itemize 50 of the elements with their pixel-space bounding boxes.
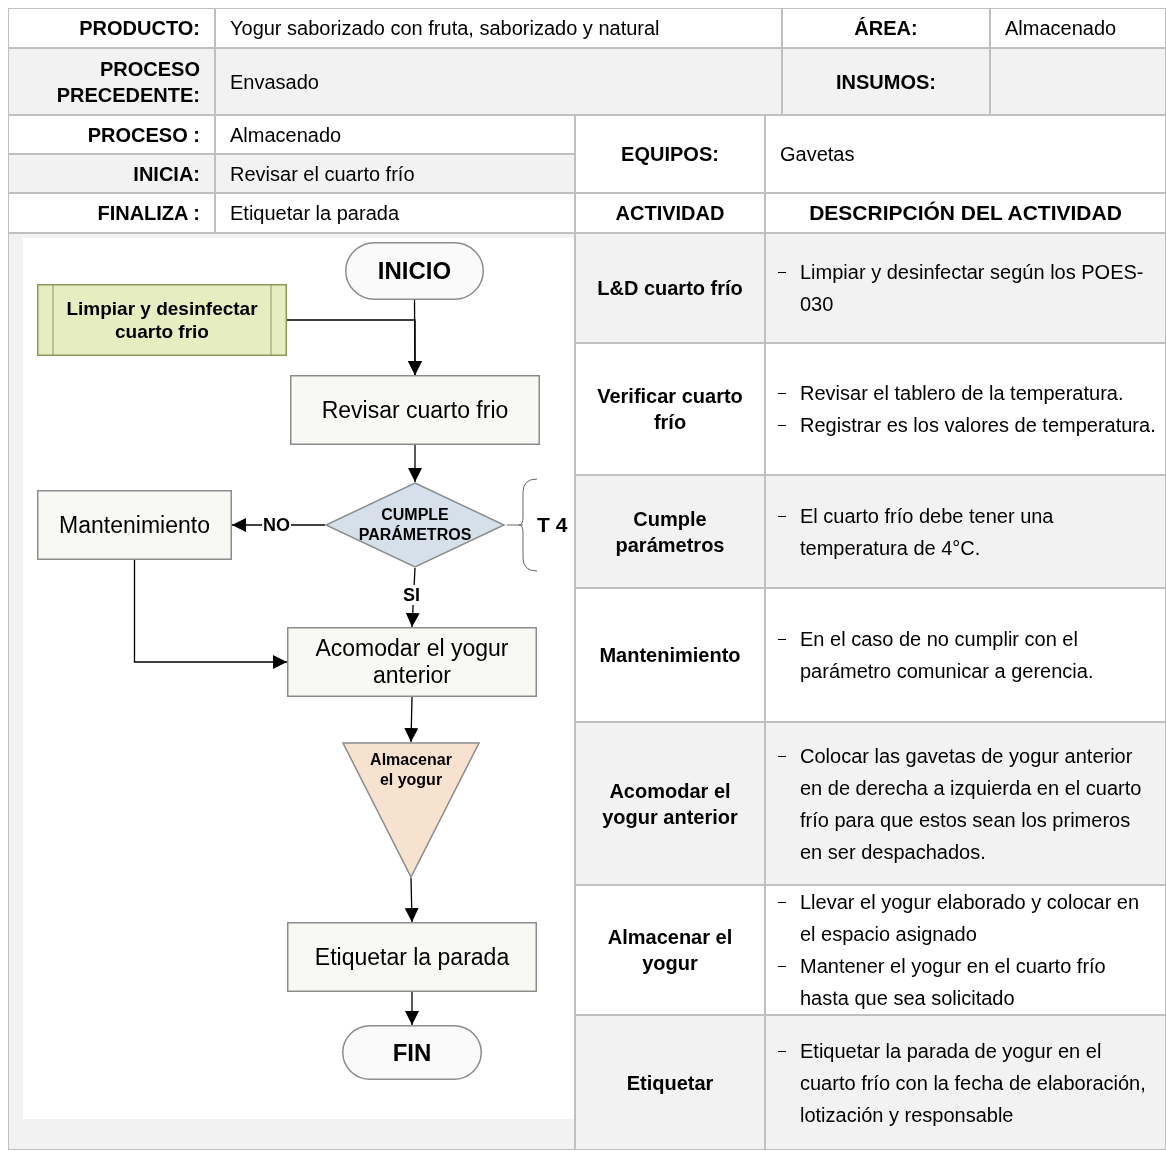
header-cell: EQUIPOS:: [575, 115, 765, 193]
storage-triangle: Almacenar el yogur: [342, 742, 480, 878]
header-cell: PROCESO PRECEDENTE:: [8, 48, 215, 115]
description-text: Colocar las gavetas de yogur anterior en de derecha a izquierda en el cuarto frío para que estos sean los primeros en ser despachados.: [800, 743, 1143, 865]
description-text: Etiquetar la parada de yogur en el cuarto frío con la fecha de elaboración, lotización y responsable: [800, 1038, 1147, 1128]
value-cell: Yogur saborizado con fruta, saborizado y natural: [215, 8, 782, 48]
activity-cell: Mantenimiento: [575, 588, 765, 722]
edge-label: SI: [402, 585, 421, 605]
value-cell: Gavetas: [765, 115, 1166, 193]
activity-cell: Acomodar el yogur anterior: [575, 722, 765, 885]
activity-cell: Almacenar el yogur: [575, 885, 765, 1015]
header-cell: ACTIVIDAD: [575, 193, 765, 233]
header-cell: PROCESO :: [8, 115, 215, 154]
value-cell: Etiquetar la parada: [215, 193, 575, 233]
description-text: Llevar el yogur elaborado y colocar en el espacio asignado: [800, 890, 1141, 947]
description-text: En el caso de no cumplir con el parámetro comunicar a gerencia.: [800, 627, 1095, 684]
terminal-pill: FIN: [342, 1025, 482, 1080]
description-text: Revisar el tablero de la temperatura.: [800, 381, 1124, 406]
description-text: El cuarto frío debe tener una temperatura de 4°C.: [800, 503, 1055, 561]
decision-diamond: CUMPLE PARÁMETROS: [325, 482, 505, 568]
activity-cell: Cumple parámetros: [575, 475, 765, 588]
header-cell: INICIA:: [8, 154, 215, 193]
value-cell: Revisar el cuarto frío: [215, 154, 575, 193]
arrow: [404, 877, 419, 923]
description-text: Mantener el yogur en el cuarto frío hasta que sea solicitado: [800, 954, 1107, 1011]
subprocess-box: Limpiar y desinfectar cuarto frio: [37, 284, 287, 356]
arrow: [286, 319, 422, 376]
arrow: [404, 696, 419, 743]
arrow: [405, 991, 419, 1026]
header-cell: INSUMOS:: [782, 48, 990, 115]
process-box: Mantenimiento: [37, 490, 232, 560]
header-cell: DESCRIPCIÓN DEL ACTIVIDAD: [765, 193, 1166, 233]
description-text: Registrar es los valores de temperatura.: [800, 413, 1156, 438]
value-cell: Almacenado: [990, 8, 1166, 48]
value-cell: Almacenado: [215, 115, 575, 154]
arrow: [133, 559, 288, 669]
terminal-pill: INICIO: [345, 242, 484, 300]
header-cell: PRODUCTO:: [8, 8, 215, 48]
header-cell: FINALIZA :: [8, 193, 215, 233]
activity-cell: Etiquetar: [575, 1015, 765, 1150]
process-box: Revisar cuarto frio: [290, 375, 540, 445]
process-box: Acomodar el yogur anterior: [287, 627, 537, 697]
header-cell: ÁREA:: [782, 8, 990, 48]
value-cell: Envasado: [215, 48, 782, 115]
arrow: [408, 444, 422, 483]
process-box: Etiquetar la parada: [287, 922, 537, 992]
annotation-text: T 4: [537, 512, 568, 538]
activity-cell: Verificar cuarto frío: [575, 343, 765, 475]
description-text: Limpiar y desinfectar según los POES-030: [800, 260, 1145, 317]
activity-cell: L&D cuarto frío: [575, 233, 765, 343]
